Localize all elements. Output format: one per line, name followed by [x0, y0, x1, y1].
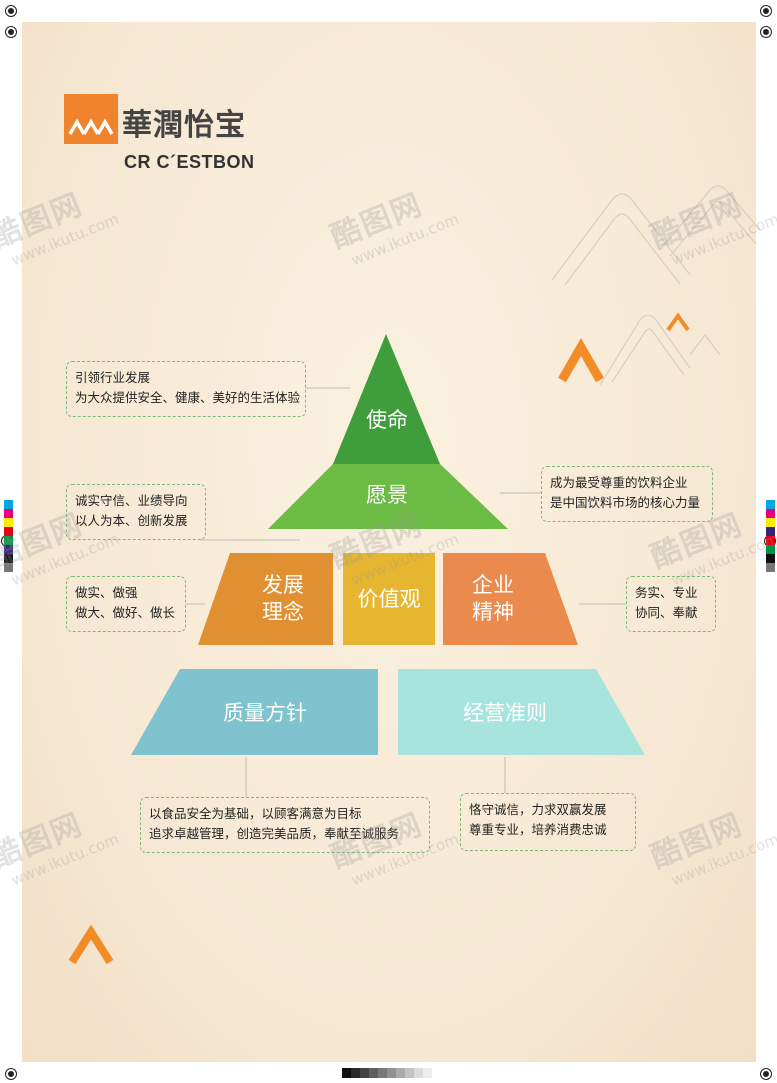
- development-label: 发展 理念: [240, 572, 326, 626]
- registration-mark-bottom-right: [761, 1069, 771, 1079]
- logo-chinese-name: 華潤怡宝: [122, 108, 246, 143]
- pyramid-tier-values: [343, 553, 435, 645]
- pyramid-tier-mission: [333, 334, 440, 464]
- grayscale-calibration-bar: [342, 1068, 432, 1078]
- pyramid-tier-spirit: [443, 553, 578, 645]
- registration-mark-bottom-left: [6, 1069, 16, 1079]
- pyramid-tier-vision: [268, 464, 508, 529]
- quality-note-line1: 以食品安全为基础，以顾客满意为目标: [149, 806, 362, 821]
- spirit-note-line2: 协同、奉献: [635, 605, 698, 620]
- values-label: 价值观: [357, 587, 421, 611]
- logo-mark-icon: [64, 94, 118, 144]
- vision-label: 愿景: [366, 483, 408, 507]
- values-note: 诚实守信、业绩导向 以人为本、创新发展: [66, 484, 206, 540]
- chevron-accent-large: [558, 337, 604, 383]
- development-label-line2: 理念: [262, 600, 304, 624]
- business-note-line1: 恪守诚信，力求双赢发展: [469, 802, 607, 817]
- quality-note: 以食品安全为基础，以顾客满意为目标 追求卓越管理，创造完美品质，奉献至诚服务: [140, 797, 430, 853]
- development-note-line2: 做大、做好、做长: [75, 605, 176, 620]
- chevron-accent-bottom: [68, 924, 114, 965]
- color-calibration-bar-right: [766, 500, 775, 572]
- development-note-line1: 做实、做强: [75, 585, 138, 600]
- development-note: 做实、做强 做大、做好、做长: [66, 576, 186, 632]
- registration-mark-top-right: [761, 6, 771, 16]
- quality-label: 质量方针: [223, 701, 307, 725]
- development-label-line1: 发展: [262, 573, 304, 597]
- spirit-note-line1: 务实、专业: [635, 585, 698, 600]
- values-note-line1: 诚实守信、业绩导向: [75, 493, 188, 508]
- logo-english-name: CR C´ESTBON: [124, 152, 255, 172]
- pyramid-tier-development: [198, 553, 333, 645]
- mission-note-line1: 引领行业发展: [75, 370, 151, 385]
- business-label: 经营准则: [463, 701, 547, 725]
- pyramid-tier-business: [398, 669, 645, 755]
- mission-note: 引领行业发展 为大众提供安全、健康、美好的生活体验: [66, 361, 306, 417]
- registration-mark-top-left: [6, 6, 16, 16]
- business-note: 恪守诚信，力求双赢发展 尊重专业，培养消费忠诚: [460, 793, 636, 851]
- mission-note-line2: 为大众提供安全、健康、美好的生活体验: [75, 390, 301, 405]
- spirit-label: 企业 精神: [452, 572, 534, 626]
- registration-mark-mid-left: [6, 27, 16, 37]
- vision-note-line1: 成为最受尊重的饮料企业: [550, 475, 688, 490]
- pyramid-tier-quality: [131, 669, 378, 755]
- vision-note: 成为最受尊重的饮料企业 是中国饮料市场的核心力量: [541, 466, 713, 522]
- mission-label: 使命: [366, 408, 408, 432]
- spirit-label-line2: 精神: [472, 600, 514, 624]
- vision-note-line2: 是中国饮料市场的核心力量: [550, 495, 701, 510]
- color-calibration-bar-left: [4, 500, 13, 572]
- spirit-label-line1: 企业: [472, 573, 514, 597]
- values-note-line2: 以人为本、创新发展: [75, 513, 188, 528]
- business-note-line2: 尊重专业，培养消费忠诚: [469, 822, 607, 837]
- registration-mark-mid-right: [761, 27, 771, 37]
- chevron-accent-small: [666, 312, 690, 332]
- spirit-note: 务实、专业 协同、奉献: [626, 576, 716, 632]
- quality-note-line2: 追求卓越管理，创造完美品质，奉献至诚服务: [149, 826, 400, 841]
- page-background: [22, 22, 756, 1062]
